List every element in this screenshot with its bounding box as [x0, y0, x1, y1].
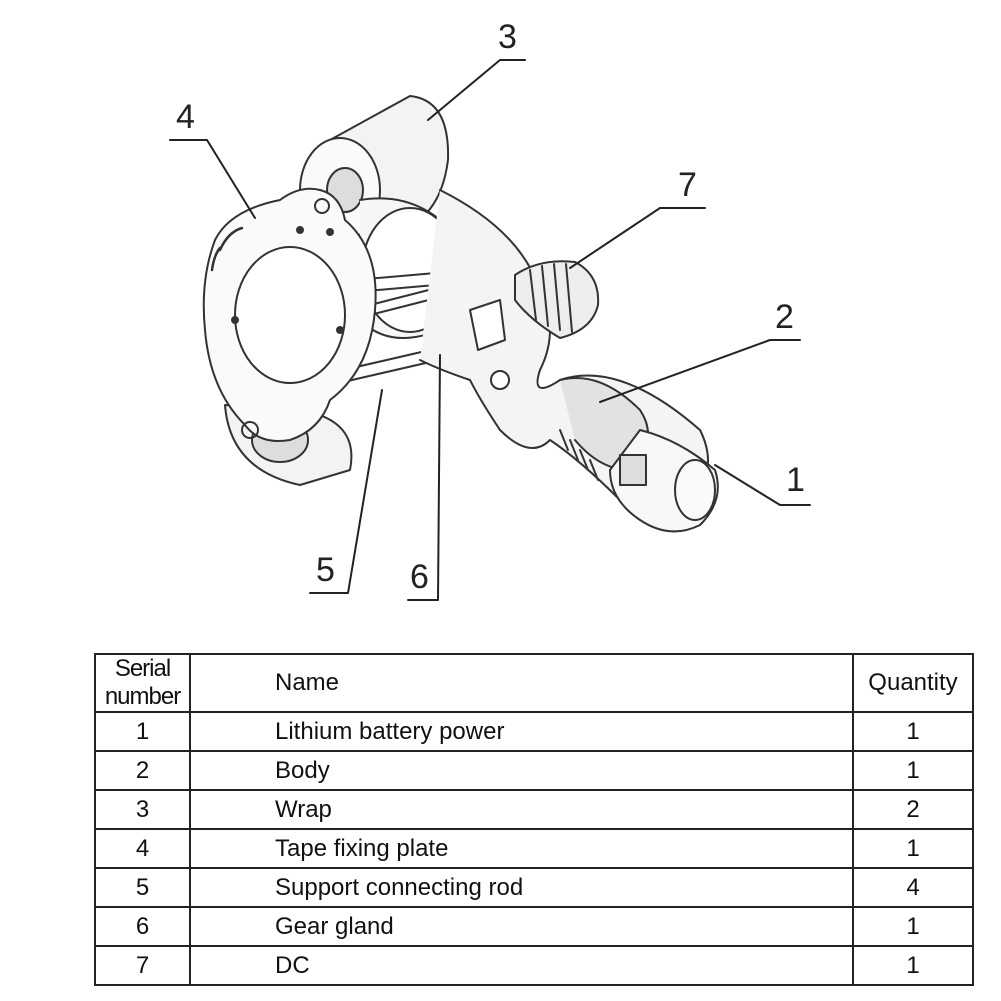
- header-name: Name: [189, 653, 854, 713]
- callout-6: 6: [410, 558, 429, 596]
- cell-quantity: 1: [852, 945, 974, 986]
- cell-quantity: 1: [852, 750, 974, 791]
- cell-name: Body: [189, 750, 854, 791]
- table-row: 6 Gear gland 1: [94, 906, 974, 947]
- callout-7: 7: [678, 166, 697, 204]
- parts-table: Serial number Name Quantity 1 Lithium ba…: [94, 653, 974, 986]
- callout-1: 1: [786, 461, 805, 499]
- table-row: 2 Body 1: [94, 750, 974, 791]
- battery-pack: [609, 429, 719, 533]
- callout-5: 5: [316, 551, 335, 589]
- callout-3: 3: [498, 18, 517, 56]
- leader-lines: [169, 59, 811, 601]
- cell-quantity: 2: [852, 789, 974, 830]
- cell-name: Tape fixing plate: [189, 828, 854, 869]
- cell-name: Gear gland: [189, 906, 854, 947]
- cell-serial: 2: [94, 750, 191, 791]
- cell-name: Wrap: [189, 789, 854, 830]
- cell-name: DC: [189, 945, 854, 986]
- table-row: 1 Lithium battery power 1: [94, 711, 974, 752]
- cell-serial: 6: [94, 906, 191, 947]
- cell-serial: 3: [94, 789, 191, 830]
- table-row: 4 Tape fixing plate 1: [94, 828, 974, 869]
- tape-wrapper-illustration: [169, 59, 811, 601]
- dc-motor: [514, 260, 600, 339]
- tape-fixing-plate: [202, 187, 377, 442]
- cell-serial: 1: [94, 711, 191, 752]
- table-row: 7 DC 1: [94, 945, 974, 986]
- cell-serial: 4: [94, 828, 191, 869]
- cell-serial: 7: [94, 945, 191, 986]
- cell-quantity: 1: [852, 711, 974, 752]
- table-header-row: Serial number Name Quantity: [94, 653, 974, 713]
- header-serial-number: Serial number: [94, 653, 191, 713]
- table-row: 5 Support connecting rod 4: [94, 867, 974, 908]
- table-row: 3 Wrap 2: [94, 789, 974, 830]
- callout-4: 4: [176, 98, 195, 136]
- callout-2: 2: [775, 298, 794, 336]
- cell-quantity: 4: [852, 867, 974, 908]
- cell-name: Support connecting rod: [189, 867, 854, 908]
- header-quantity: Quantity: [852, 653, 974, 713]
- cell-quantity: 1: [852, 906, 974, 947]
- cell-quantity: 1: [852, 828, 974, 869]
- cell-serial: 5: [94, 867, 191, 908]
- cell-name: Lithium battery power: [189, 711, 854, 752]
